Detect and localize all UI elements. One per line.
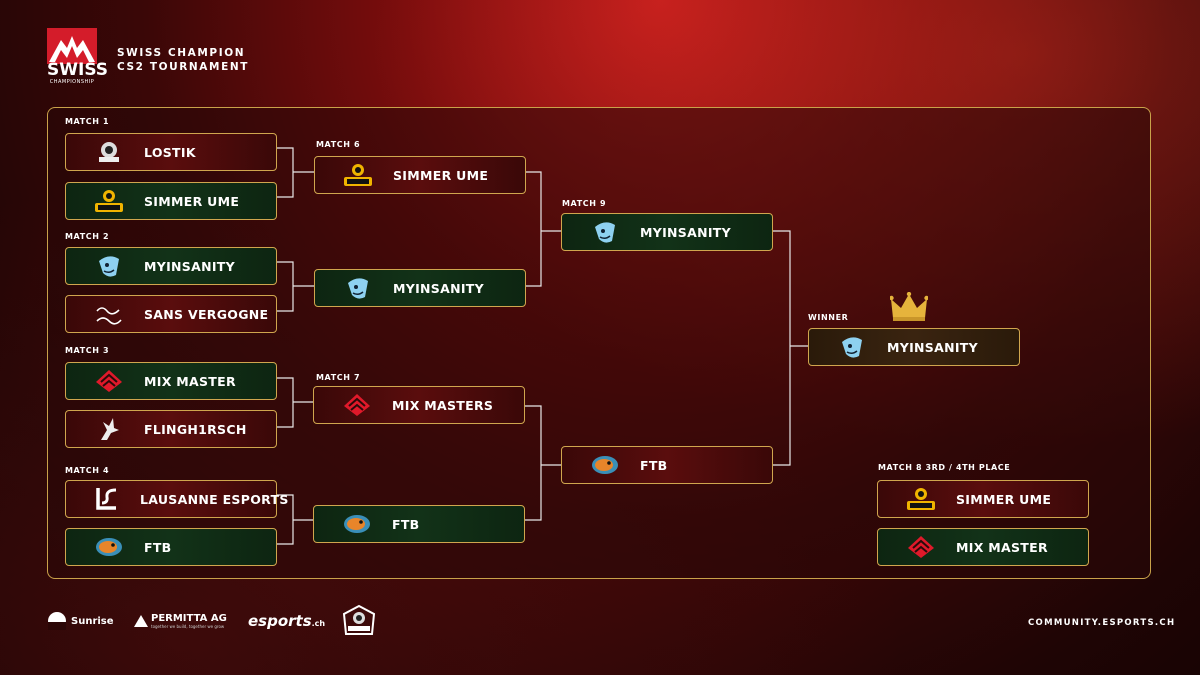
team-name: MIX MASTER (956, 539, 1048, 555)
ftb-icon (94, 534, 124, 560)
mix-master-icon (94, 368, 124, 394)
team-name: MYINSANITY (144, 258, 235, 274)
team-name: MYINSANITY (393, 280, 484, 296)
mix-master-icon (906, 534, 936, 560)
team-slot-third-2: MIX MASTER (877, 528, 1089, 566)
myinsanity-icon (343, 275, 373, 301)
swiss-championship-logo: SWISS CHAMPIONSHIP (47, 28, 109, 86)
team-slot-r2-1: SIMMER UME (314, 156, 526, 194)
team-slot-r2-2: MYINSANITY (314, 269, 526, 307)
team-slot-r2-3: MIX MASTERS (313, 386, 525, 424)
myinsanity-icon (94, 253, 124, 279)
team-name: MIX MASTER (144, 373, 236, 389)
team-name: LAUSANNE ESPORTS (140, 491, 289, 507)
myinsanity-icon (837, 334, 867, 360)
sponsor-lostik (340, 604, 378, 638)
team-name: SANS VERGOGNE (144, 306, 269, 322)
team-slot-third-1: SIMMER UME (877, 480, 1089, 518)
sponsor-permitta-tagline: together we build, together we grow (151, 624, 225, 629)
label-winner: WINNER (808, 313, 849, 322)
team-name: FTB (640, 457, 668, 473)
crown-icon (890, 292, 928, 321)
sunrise-icon (48, 612, 66, 630)
ftb-icon (590, 452, 620, 478)
ume-icon (343, 162, 373, 188)
winner-slot: MYINSANITY (808, 328, 1020, 366)
team-name: SIMMER UME (393, 167, 489, 183)
website-url: COMMUNITY.ESPORTS.CH (1028, 618, 1176, 628)
sponsor-sunrise-name: Sunrise (71, 615, 114, 627)
mountain-logo-icon (47, 28, 97, 64)
label-match-9: MATCH 9 (562, 199, 607, 208)
title-line-2: CS2 TOURNAMENT (117, 61, 250, 73)
label-match-1: MATCH 1 (65, 117, 110, 126)
team-slot-r3-1: MYINSANITY (561, 213, 773, 251)
team-name: SIMMER UME (956, 491, 1052, 507)
label-match-7: MATCH 7 (316, 373, 361, 382)
logo-subtitle: CHAMPIONSHIP (49, 79, 95, 85)
label-match-8: MATCH 8 3RD / 4TH PLACE (878, 463, 1011, 472)
team-slot-r1-1: LOSTIK (65, 133, 277, 171)
lostik-icon (342, 604, 376, 635)
sponsor-permitta-name: PERMITTA AG (151, 613, 227, 624)
sponsor-esports-name: esports (248, 612, 312, 630)
label-match-4: MATCH 4 (65, 466, 110, 475)
team-slot-r2-4: FTB (313, 505, 525, 543)
team-name: SIMMER UME (144, 193, 240, 209)
myinsanity-icon (590, 219, 620, 245)
logo-word: SWISS (47, 60, 109, 80)
team-name: FTB (144, 539, 172, 555)
team-slot-r1-2: SIMMER UME (65, 182, 277, 220)
lostik-icon (94, 139, 124, 165)
label-match-6: MATCH 6 (316, 140, 361, 149)
team-slot-r1-5: MIX MASTER (65, 362, 277, 400)
lausanne-icon (94, 486, 120, 512)
team-slot-r1-3: MYINSANITY (65, 247, 277, 285)
label-match-2: MATCH 2 (65, 232, 110, 241)
sponsor-permitta: PERMITTA AG together we build, together … (134, 604, 227, 638)
team-name: MYINSANITY (640, 224, 731, 240)
permitta-icon (134, 615, 148, 627)
ume-icon (94, 188, 124, 214)
mix-master-icon (342, 392, 372, 418)
team-name: LOSTIK (144, 144, 196, 160)
ftb-icon (342, 511, 372, 537)
team-name: FTB (392, 516, 420, 532)
sponsor-esports: esports .ch (248, 604, 325, 638)
sans-vergogne-icon (94, 301, 124, 327)
tournament-title: SWISS CHAMPION CS2 TOURNAMENT (117, 46, 249, 74)
team-name: MIX MASTERS (392, 397, 494, 413)
team-slot-r3-2: FTB (561, 446, 773, 484)
team-name: MYINSANITY (887, 339, 978, 355)
sponsor-esports-tld: .ch (311, 619, 326, 628)
team-name: FLINGH1RSCH (144, 421, 247, 437)
team-slot-r1-4: SANS VERGOGNE (65, 295, 277, 333)
team-slot-r1-7: LAUSANNE ESPORTS (65, 480, 288, 518)
sponsor-sunrise: Sunrise (47, 604, 114, 638)
ume-icon (906, 486, 936, 512)
title-line-1: SWISS CHAMPION (117, 47, 246, 59)
team-slot-r1-6: FLINGH1RSCH (65, 410, 277, 448)
label-match-3: MATCH 3 (65, 346, 110, 355)
team-slot-r1-8: FTB (65, 528, 277, 566)
flinghirsch-icon (94, 416, 124, 442)
